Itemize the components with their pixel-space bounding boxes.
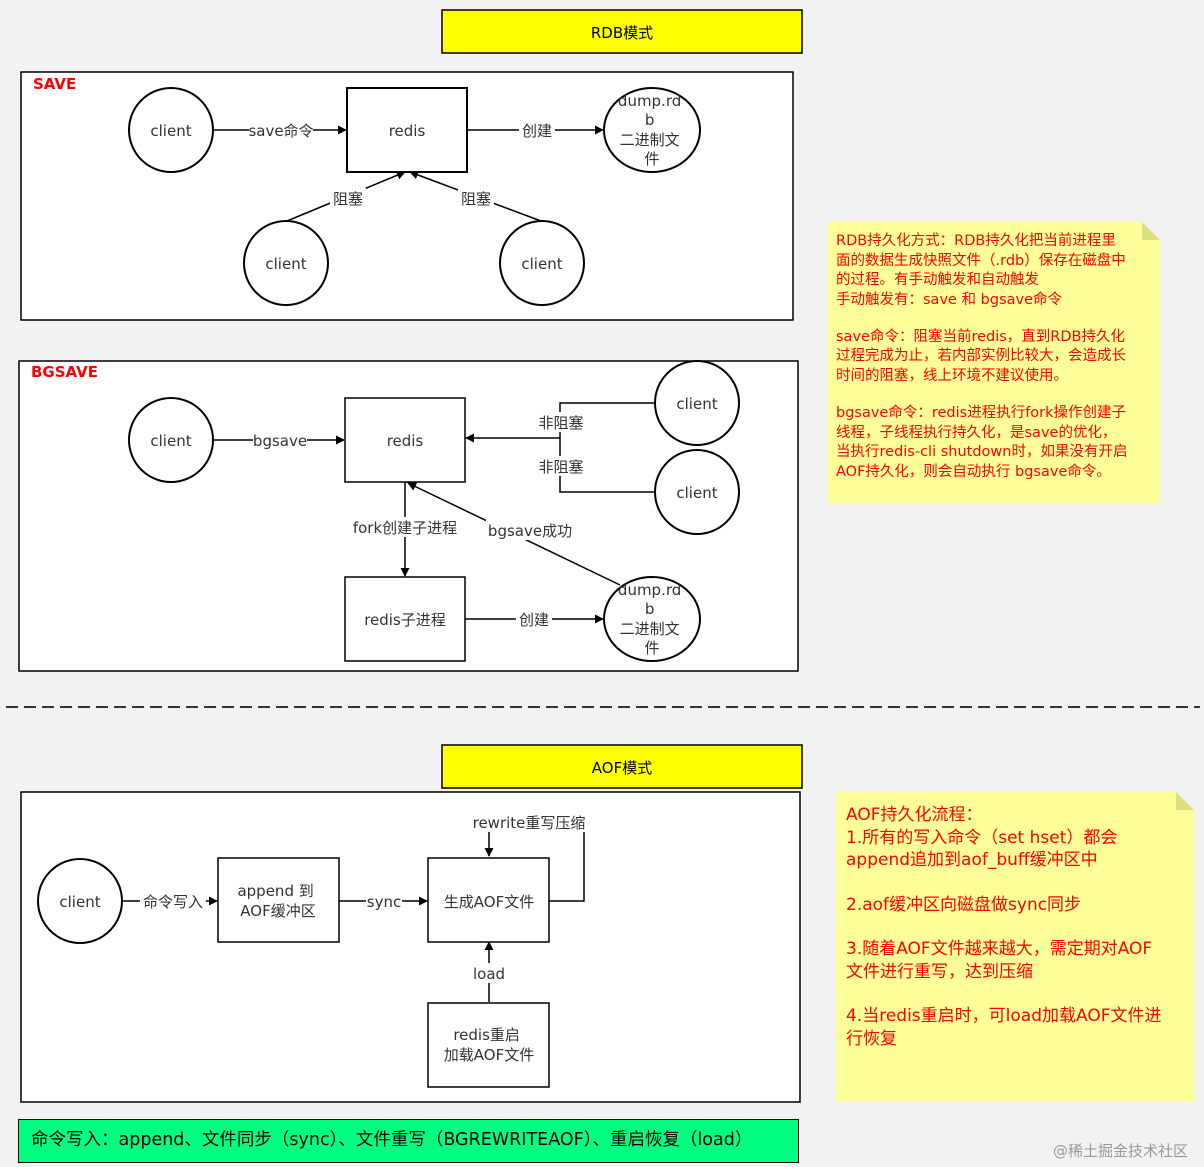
redis-child-text: redis子进程	[364, 611, 446, 629]
bgsave-cmd-label: bgsave	[253, 432, 307, 450]
sync-label: sync	[367, 893, 401, 911]
aof-note-step-1: 1.所有的写入命令（set hset）都会	[846, 827, 1118, 848]
bgsave-success-label: bgsave成功	[488, 522, 572, 540]
gen-aof-node	[427, 857, 550, 943]
rdb-note-line: 的过程。有手动触发和自动触发	[836, 272, 1039, 289]
save-client-left-text: client	[265, 255, 306, 273]
restart-load-text: redis重启 加载AOF文件	[444, 1026, 534, 1064]
save-section-label: SAVE	[33, 75, 76, 93]
nonblock-bottom-label: 非阻塞	[538, 458, 583, 476]
bgsave-redis-node	[344, 397, 466, 483]
save-block-right-label: 阻塞	[461, 190, 491, 208]
redis-child-node	[344, 576, 466, 662]
rdb-note-line: 时间的阻塞，线上环境不建议使用。	[836, 367, 1068, 384]
aof-note-step-3: 3.随着AOF文件越来越大，需定期对AOF	[846, 939, 1153, 959]
append-buffer-node	[217, 857, 340, 943]
rdb-title: RDB模式	[591, 24, 653, 42]
rdb-note-line: bgsave命令：redis进程执行fork操作创建子	[836, 404, 1127, 421]
bgsave-client-bottom-text: client	[676, 484, 717, 502]
rdb-note-line	[836, 387, 1152, 404]
append-buffer-text: append 到 AOF缓冲区	[237, 882, 318, 920]
rdb-note: RDB持久化方式：RDB持久化把当前进程里 面的数据生成快照文件（.rdb）保存…	[828, 222, 1160, 503]
bgsave-redis-text: redis	[387, 432, 424, 450]
save-dump-text: dump.rd b 二进制文 件	[618, 92, 686, 168]
rdb-note-line: 线程，子线程执行持久化，是save的优化，	[836, 424, 1117, 441]
rdb-note-line: 当执行redis-cli shutdown时，如果没有开启	[836, 444, 1128, 461]
save-client-right-node	[499, 220, 585, 306]
rewrite-label: rewrite重写压缩	[473, 814, 586, 832]
cmd-write-label: 命令写入	[143, 893, 203, 911]
child-create-label: 创建	[519, 611, 549, 629]
save-cmd-label: save命令	[248, 122, 313, 140]
bgsave-dump-node	[603, 576, 701, 662]
bgsave-client-top-text: client	[676, 395, 717, 413]
bgsave-client-main-node	[128, 397, 214, 483]
bgsave-section-label: BGSAVE	[31, 363, 98, 381]
aof-section-frame	[20, 791, 801, 1103]
save-client-main-node	[128, 87, 214, 173]
rdb-note-line: save命令：阻塞当前redis，直到RDB持久化	[836, 328, 1125, 345]
aof-client-node	[37, 858, 123, 944]
aof-note-step-2: 2.aof缓冲区向磁盘做sync同步	[846, 894, 1082, 915]
save-dump-node	[603, 87, 701, 173]
save-client-main-text: client	[150, 122, 191, 140]
save-client-right-text: client	[521, 255, 562, 273]
bgsave-client-top-node	[654, 360, 740, 446]
bgsave-dump-text: dump.rd b 二进制文 件	[618, 581, 686, 657]
rdb-note-line: AOF持久化，则会自动执行 bgsave命令。	[836, 463, 1111, 480]
aof-client-text: client	[59, 893, 100, 911]
nonblock-top-label: 非阻塞	[538, 414, 583, 432]
rdb-note-line: 手动触发有：save 和 bgsave命令	[836, 291, 1063, 308]
save-create-label: 创建	[522, 122, 552, 140]
rdb-note-line	[836, 310, 1152, 327]
rdb-note-line: 面的数据生成快照文件（.rdb）保存在磁盘中	[836, 252, 1126, 269]
rdb-title-box	[441, 9, 803, 54]
watermark: @稀土掘金技术社区	[1052, 1142, 1188, 1160]
save-redis-node	[346, 87, 468, 173]
aof-note-step-4: 4.当redis重启时，可load加载AOF文件进	[846, 1006, 1162, 1026]
restart-load-node	[427, 1002, 550, 1088]
load-label: load	[473, 965, 505, 983]
save-client-left-node	[243, 220, 329, 306]
rdb-note-line: 过程完成为止，若内部实例比较大，会造成长	[836, 348, 1126, 365]
aof-summary-bar: 命令写入：append、文件同步（sync）、文件重写（BGREWRITEAOF…	[18, 1119, 799, 1163]
save-block-left-label: 阻塞	[333, 190, 363, 208]
aof-title-box	[441, 744, 803, 789]
aof-note-title: AOF持久化流程：	[846, 805, 983, 825]
aof-note: AOF持久化流程： 1.所有的写入命令（set hset）都会 append追加…	[836, 792, 1194, 1102]
rdb-note-line: RDB持久化方式：RDB持久化把当前进程里	[836, 233, 1116, 249]
aof-note-step-3: 文件进行重写，达到压缩	[846, 961, 1033, 982]
save-redis-text: redis	[389, 122, 426, 140]
bgsave-client-main-text: client	[150, 432, 191, 450]
aof-note-step-4: 行恢复	[846, 1028, 897, 1049]
aof-title: AOF模式	[592, 759, 652, 777]
gen-aof-text: 生成AOF文件	[444, 893, 534, 911]
aof-note-step-1: append追加到aof_buff缓冲区中	[846, 850, 1098, 870]
fork-label: fork创建子进程	[353, 519, 457, 537]
bgsave-client-bottom-node	[654, 449, 740, 535]
